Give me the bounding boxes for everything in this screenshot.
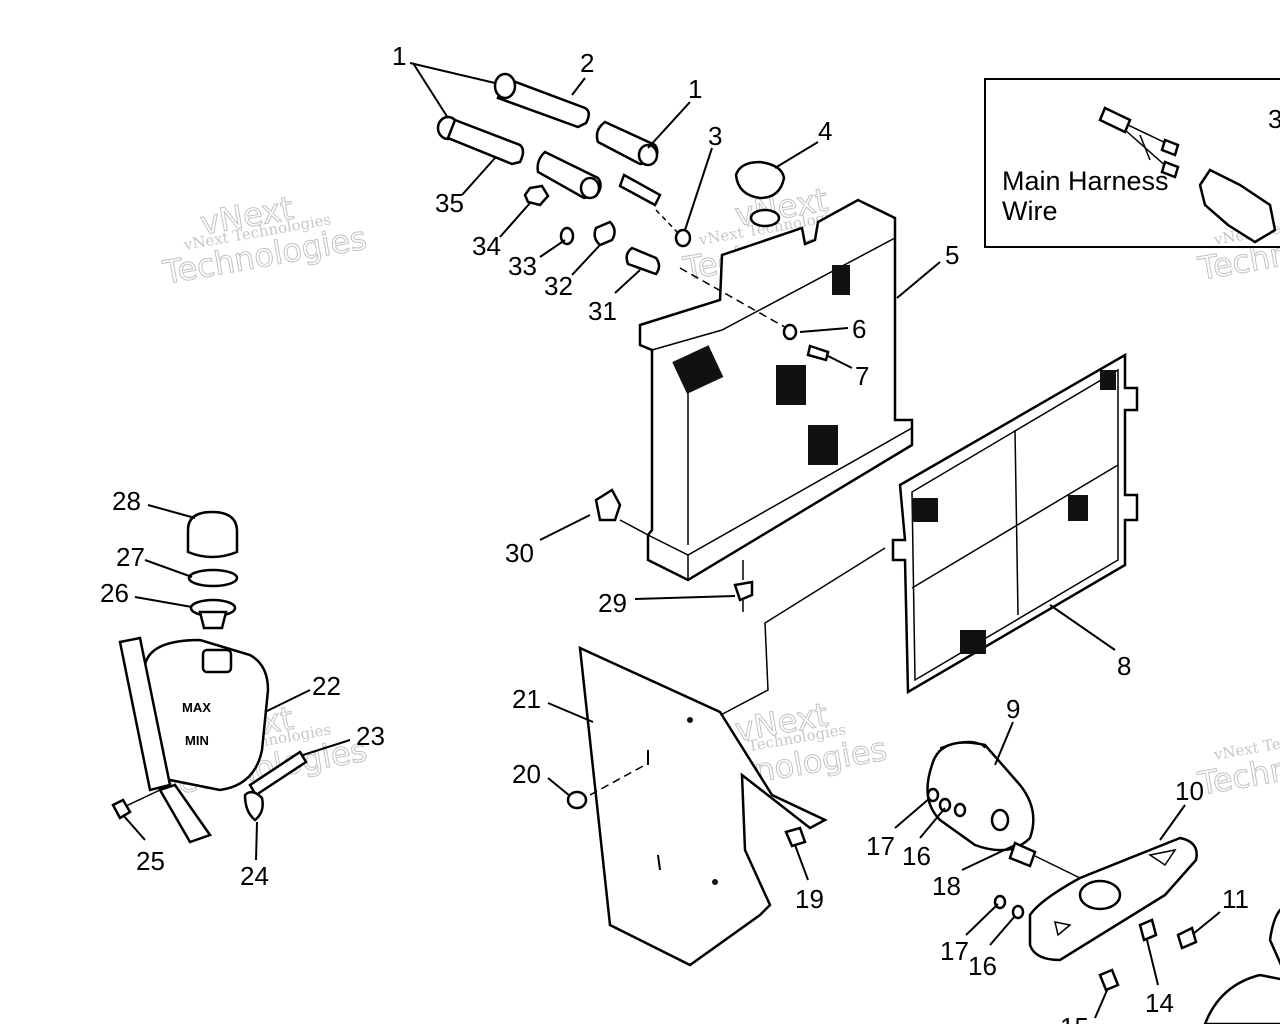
- callout-label: 5: [945, 240, 959, 270]
- callout-label: 3: [708, 121, 722, 151]
- screw: [111, 789, 161, 820]
- hose-lower: [446, 118, 525, 166]
- radiator-cap: [734, 160, 786, 200]
- callout-label: 33: [508, 251, 537, 281]
- fan-mount-plate: [1028, 836, 1198, 962]
- callout-label: 16: [968, 951, 997, 981]
- gasket: [187, 568, 239, 588]
- callout-label: 16: [902, 841, 931, 871]
- callout-label: 7: [855, 361, 869, 391]
- callout-label: 17: [940, 936, 969, 966]
- hose-middle: [536, 150, 602, 200]
- sensor-fitting: [593, 220, 616, 247]
- callout-label: 18: [932, 871, 961, 901]
- callout-label: 9: [1006, 694, 1020, 724]
- bushing: [784, 826, 807, 848]
- motor-nuts: [926, 787, 967, 818]
- callout-label: 3: [1268, 104, 1280, 134]
- min-mark: MIN: [185, 733, 209, 748]
- callout-label: 28: [112, 486, 141, 516]
- callout-label: 30: [505, 538, 534, 568]
- grommet: [733, 560, 754, 612]
- radiator-screen: [891, 352, 1139, 695]
- callout-label: 6: [852, 314, 866, 344]
- fan-blade: [1203, 973, 1280, 1024]
- callout-label: 25: [136, 846, 165, 876]
- callout-label: 23: [356, 721, 385, 751]
- callout-label: 29: [598, 588, 627, 618]
- leader-lines: [122, 62, 1221, 1019]
- main-harness-inset: Main Harness Wire: [984, 78, 1280, 248]
- washer-20: [566, 764, 646, 810]
- sleeve: [625, 246, 661, 276]
- callout-label: 24: [240, 861, 269, 891]
- callout-label: 2: [580, 48, 594, 78]
- callout-label: 4: [818, 116, 832, 146]
- callout-label: 34: [472, 231, 501, 261]
- max-mark: MAX: [182, 700, 211, 715]
- callout-label: 15: [1060, 1012, 1089, 1024]
- drain-valve: [594, 488, 651, 537]
- overflow-hose: [243, 750, 308, 822]
- callout-label: 26: [100, 578, 129, 608]
- temp-sender: [618, 173, 692, 248]
- bottle-neck: [189, 598, 237, 630]
- fan-motor: [926, 740, 1081, 879]
- radiator: [638, 198, 914, 582]
- callout-label: 8: [1117, 651, 1131, 681]
- inset-label-line2: Wire: [1002, 196, 1058, 226]
- inset-label-line1: Main Harness: [1002, 166, 1169, 196]
- hose-upper: [493, 72, 590, 129]
- recovery-bottle: MAX MIN: [118, 636, 270, 844]
- fan-housing: [1268, 908, 1280, 966]
- callout-label: 17: [866, 831, 895, 861]
- callout-label: 19: [795, 884, 824, 914]
- bottle-cap: [186, 510, 239, 559]
- callout-label: 1: [392, 41, 406, 71]
- callout-label: 21: [512, 684, 541, 714]
- hose-right: [595, 120, 659, 167]
- callout-label: 31: [588, 296, 617, 326]
- callout-label: 35: [435, 188, 464, 218]
- callout-labels: 1 2 1 3 4 5 6 7 35 34 33 32 31 28 27 26 …: [100, 41, 1280, 1024]
- fan-stud: [993, 894, 1198, 992]
- side-shroud: [578, 645, 828, 967]
- radiator-bolt: [782, 323, 830, 362]
- callout-label: 1: [688, 74, 702, 104]
- callout-label: 10: [1175, 776, 1204, 806]
- callout-label: 32: [544, 271, 573, 301]
- callout-label: 27: [116, 542, 145, 572]
- callout-label: 20: [512, 759, 541, 789]
- callout-label: 22: [312, 671, 341, 701]
- callout-label: 14: [1145, 988, 1174, 1018]
- callout-label: 11: [1222, 884, 1249, 914]
- fitting-nut: [523, 184, 550, 207]
